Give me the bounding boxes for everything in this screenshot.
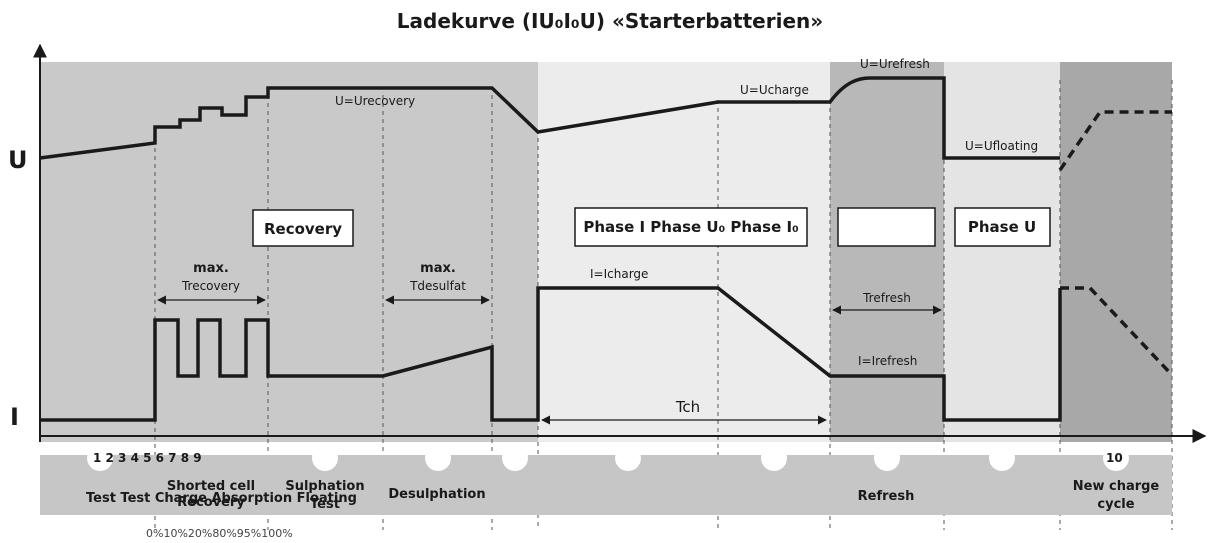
label-u-charge: U=Ucharge [740,83,809,97]
stage-refresh: Refresh [858,489,915,504]
i-axis-label: I [10,403,19,431]
label-i-charge: I=Icharge [590,267,648,281]
label-u-floating: U=Ufloating [965,139,1038,153]
t-recovery-annotation: max. Trecovery [157,261,266,305]
svg-text:Phase I Phase U₀ Phase I₀: Phase I Phase U₀ Phase I₀ [583,218,798,236]
stage-desulphation: Desulphation [388,487,485,502]
stage-new-charge: New charge [1073,479,1160,494]
step-number-right: 10 [1106,451,1123,465]
phase-bands [40,62,1172,442]
stage-shorted-cell: Shorted cell [167,479,255,494]
svg-text:Tdesulfat: Tdesulfat [409,279,466,293]
u-axis-label: U [8,146,28,174]
percent-row: 0%10%20%80%95%100% [146,527,293,540]
stage-sulphation: Sulphation [285,479,364,494]
stage-new-charge-cycle: cycle [1097,497,1134,512]
label-u-recovery: U=Urecovery [335,94,415,108]
box-recovery: Recovery [252,209,354,247]
svg-text:Trefresh: Trefresh [862,291,911,305]
current-next-cycle [1060,286,1174,377]
voltage-next-cycle [1058,110,1172,171]
box-refresh [837,207,936,247]
t-charge-annotation: Tch [541,398,827,425]
label-u-refresh: U=Urefresh [860,57,930,71]
stage-bar [40,445,1172,515]
svg-text:Phase U: Phase U [968,218,1036,236]
voltage-curve [39,76,1060,160]
step-numbers-left: 1 2 3 4 5 6 7 8 9 [93,451,202,465]
box-phase-i: Phase I Phase U₀ Phase I₀ [574,207,808,247]
band-charge [538,62,830,442]
band-floating [944,62,1060,442]
band-new-cycle [1060,62,1172,442]
label-i-refresh: I=Irefresh [858,354,917,368]
svg-text:Recovery: Recovery [264,220,342,238]
diagram-title: Ladekurve (IU₀I₀U) «Starterbatterien» [397,9,823,33]
svg-text:max.: max. [420,261,456,276]
svg-text:max.: max. [193,261,229,276]
stage-sulphation-test: Test [310,497,340,512]
t-desulfat-annotation: max. Tdesulfat [385,261,490,305]
svg-text:Trecovery: Trecovery [181,279,240,293]
svg-text:Tch: Tch [675,398,700,416]
t-refresh-annotation: Trefresh [832,291,942,315]
stage-shorted-recovery: Recovery [177,495,245,510]
band-recovery-desulphation [40,62,538,442]
stage-test-row: Test Test Charge Absorption Floating [86,491,357,506]
box-phase-u: Phase U [954,207,1051,247]
band-refresh [830,62,944,442]
current-curve [40,286,1062,422]
